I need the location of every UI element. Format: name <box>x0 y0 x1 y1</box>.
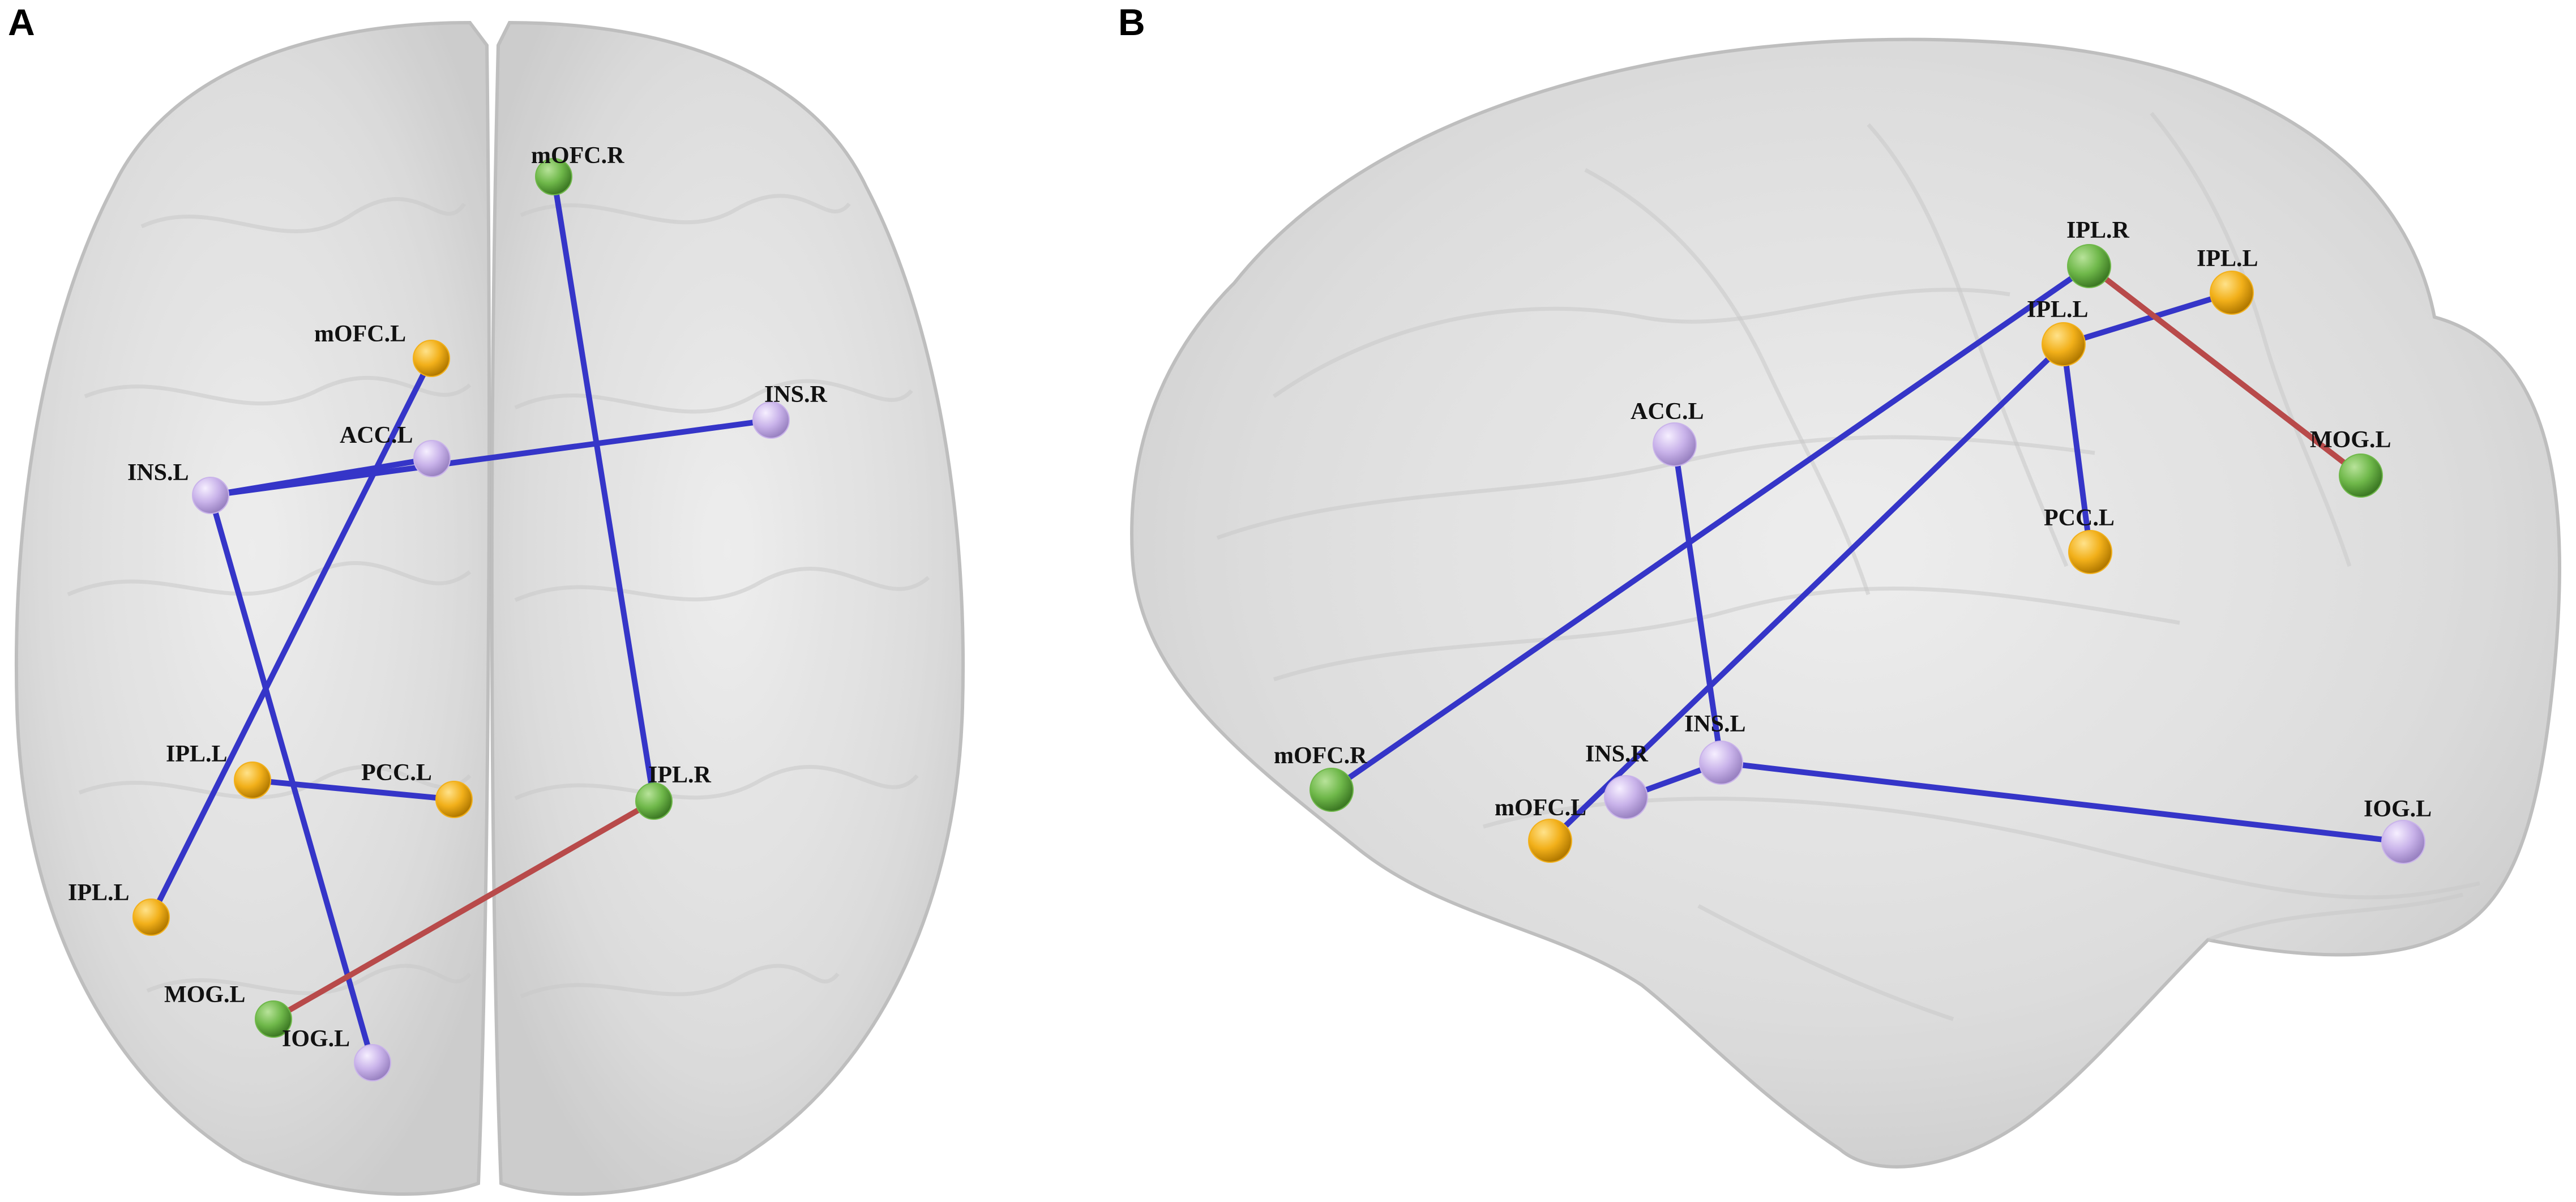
nodes-panel-b: IPL.R IPL.L IPL.L ACC.L MOG.L PCC.L <box>1274 217 2432 864</box>
node-label: IPL.L <box>2027 297 2089 323</box>
positive-edge <box>271 798 657 1022</box>
node-sphere <box>234 762 271 799</box>
panel-letter-b: B <box>1118 1 1145 43</box>
negative-edge <box>208 417 774 498</box>
node-label: mOFC.L <box>314 321 406 347</box>
node-label: PCC.L <box>361 760 432 786</box>
node-mofc-r: mOFC.R <box>531 143 624 195</box>
negative-edge <box>1547 341 2066 844</box>
node-sphere <box>255 1000 292 1038</box>
node-label: INS.R <box>764 382 828 408</box>
node-label: mOFC.L <box>1495 795 1586 821</box>
panel-a: A mOFC.R mOFC.L <box>8 1 965 1196</box>
negative-edge <box>2061 341 2093 555</box>
node-mofc-l: mOFC.L <box>314 321 450 377</box>
node-iog-l: IOG.L <box>282 1026 391 1081</box>
node-label: mOFC.R <box>531 143 624 169</box>
node-ipl-l-a: IPL.L <box>2027 297 2089 366</box>
positive-edge <box>2086 263 2364 478</box>
node-acc-l: ACC.L <box>340 422 451 477</box>
node-mofc-r: mOFC.R <box>1274 743 1367 812</box>
node-label: INS.L <box>1684 711 1746 737</box>
node-sphere <box>2068 530 2112 574</box>
nodes-panel-a: mOFC.R mOFC.L INS.R ACC.L INS.L IPL.L <box>68 143 828 1081</box>
node-sphere <box>2339 454 2383 498</box>
node-sphere <box>132 899 170 936</box>
node-ipl-l-a: IPL.L <box>166 741 271 799</box>
node-sphere <box>2381 820 2425 864</box>
node-pcc-l: PCC.L <box>361 760 473 818</box>
node-sphere <box>752 401 790 439</box>
node-mog-l: MOG.L <box>2310 427 2391 498</box>
node-sphere <box>635 782 673 820</box>
node-sphere <box>2042 322 2086 366</box>
node-label: mOFC.R <box>1274 743 1367 769</box>
node-label: ACC.L <box>1631 399 1704 425</box>
node-sphere <box>435 781 473 818</box>
node-pcc-l: PCC.L <box>2044 505 2115 574</box>
negative-edge <box>551 174 657 804</box>
node-sphere <box>2210 271 2254 315</box>
node-ins-l: INS.L <box>127 460 229 514</box>
node-label: MOG.L <box>2310 427 2391 453</box>
node-label: INS.L <box>127 460 189 486</box>
panel-letter-a: A <box>8 1 35 43</box>
node-label: IPL.L <box>68 880 130 906</box>
node-sphere <box>1310 768 1354 812</box>
node-ipl-r: IPL.R <box>635 762 712 820</box>
negative-edge <box>1718 760 2406 845</box>
node-sphere <box>192 477 229 514</box>
node-label: PCC.L <box>2044 505 2115 531</box>
edges-panel-b <box>1329 263 2406 845</box>
node-label: MOG.L <box>164 982 246 1008</box>
node-sphere <box>1528 819 1572 863</box>
node-sphere <box>413 340 450 377</box>
negative-edge <box>2061 290 2235 347</box>
node-acc-l: ACC.L <box>1631 399 1704 467</box>
negative-edge <box>148 356 434 920</box>
node-sphere <box>354 1044 391 1081</box>
panel-b: B IPL.R IPL.L <box>1118 1 2561 1169</box>
node-sphere <box>413 440 451 477</box>
node-ins-r: INS.R <box>752 382 828 439</box>
negative-edge <box>208 493 375 1066</box>
node-sphere <box>1653 422 1697 467</box>
node-label: IPL.R <box>648 762 712 788</box>
node-ipl-r: IPL.R <box>2066 217 2130 288</box>
node-label: IPL.L <box>2197 246 2258 272</box>
node-sphere <box>1604 775 1648 819</box>
node-label: INS.R <box>1585 741 1649 767</box>
node-iog-l: IOG.L <box>2364 796 2432 864</box>
brain-outline-sagittal <box>1130 37 2561 1169</box>
node-sphere <box>1699 741 1743 785</box>
node-sphere <box>535 158 572 195</box>
node-mofc-l: mOFC.L <box>1495 795 1586 863</box>
node-ins-l: INS.L <box>1684 711 1746 785</box>
edges-panel-a <box>148 174 774 1066</box>
node-ipl-l-b: IPL.L <box>68 880 170 936</box>
node-label: ACC.L <box>340 422 413 448</box>
node-ipl-l-b: IPL.L <box>2197 246 2258 315</box>
negative-edge <box>1672 442 1724 765</box>
negative-edge <box>1329 263 2092 793</box>
negative-edge <box>208 456 435 498</box>
node-label: IOG.L <box>2364 796 2432 822</box>
negative-edge <box>250 777 457 802</box>
node-label: IPL.R <box>2066 217 2130 243</box>
node-label: IPL.L <box>166 741 228 767</box>
brain-outline-axial <box>14 20 965 1196</box>
node-mog-l: MOG.L <box>164 982 292 1038</box>
node-sphere <box>2067 244 2111 288</box>
node-label: IOG.L <box>282 1026 350 1052</box>
node-ins-r: INS.R <box>1585 741 1649 819</box>
